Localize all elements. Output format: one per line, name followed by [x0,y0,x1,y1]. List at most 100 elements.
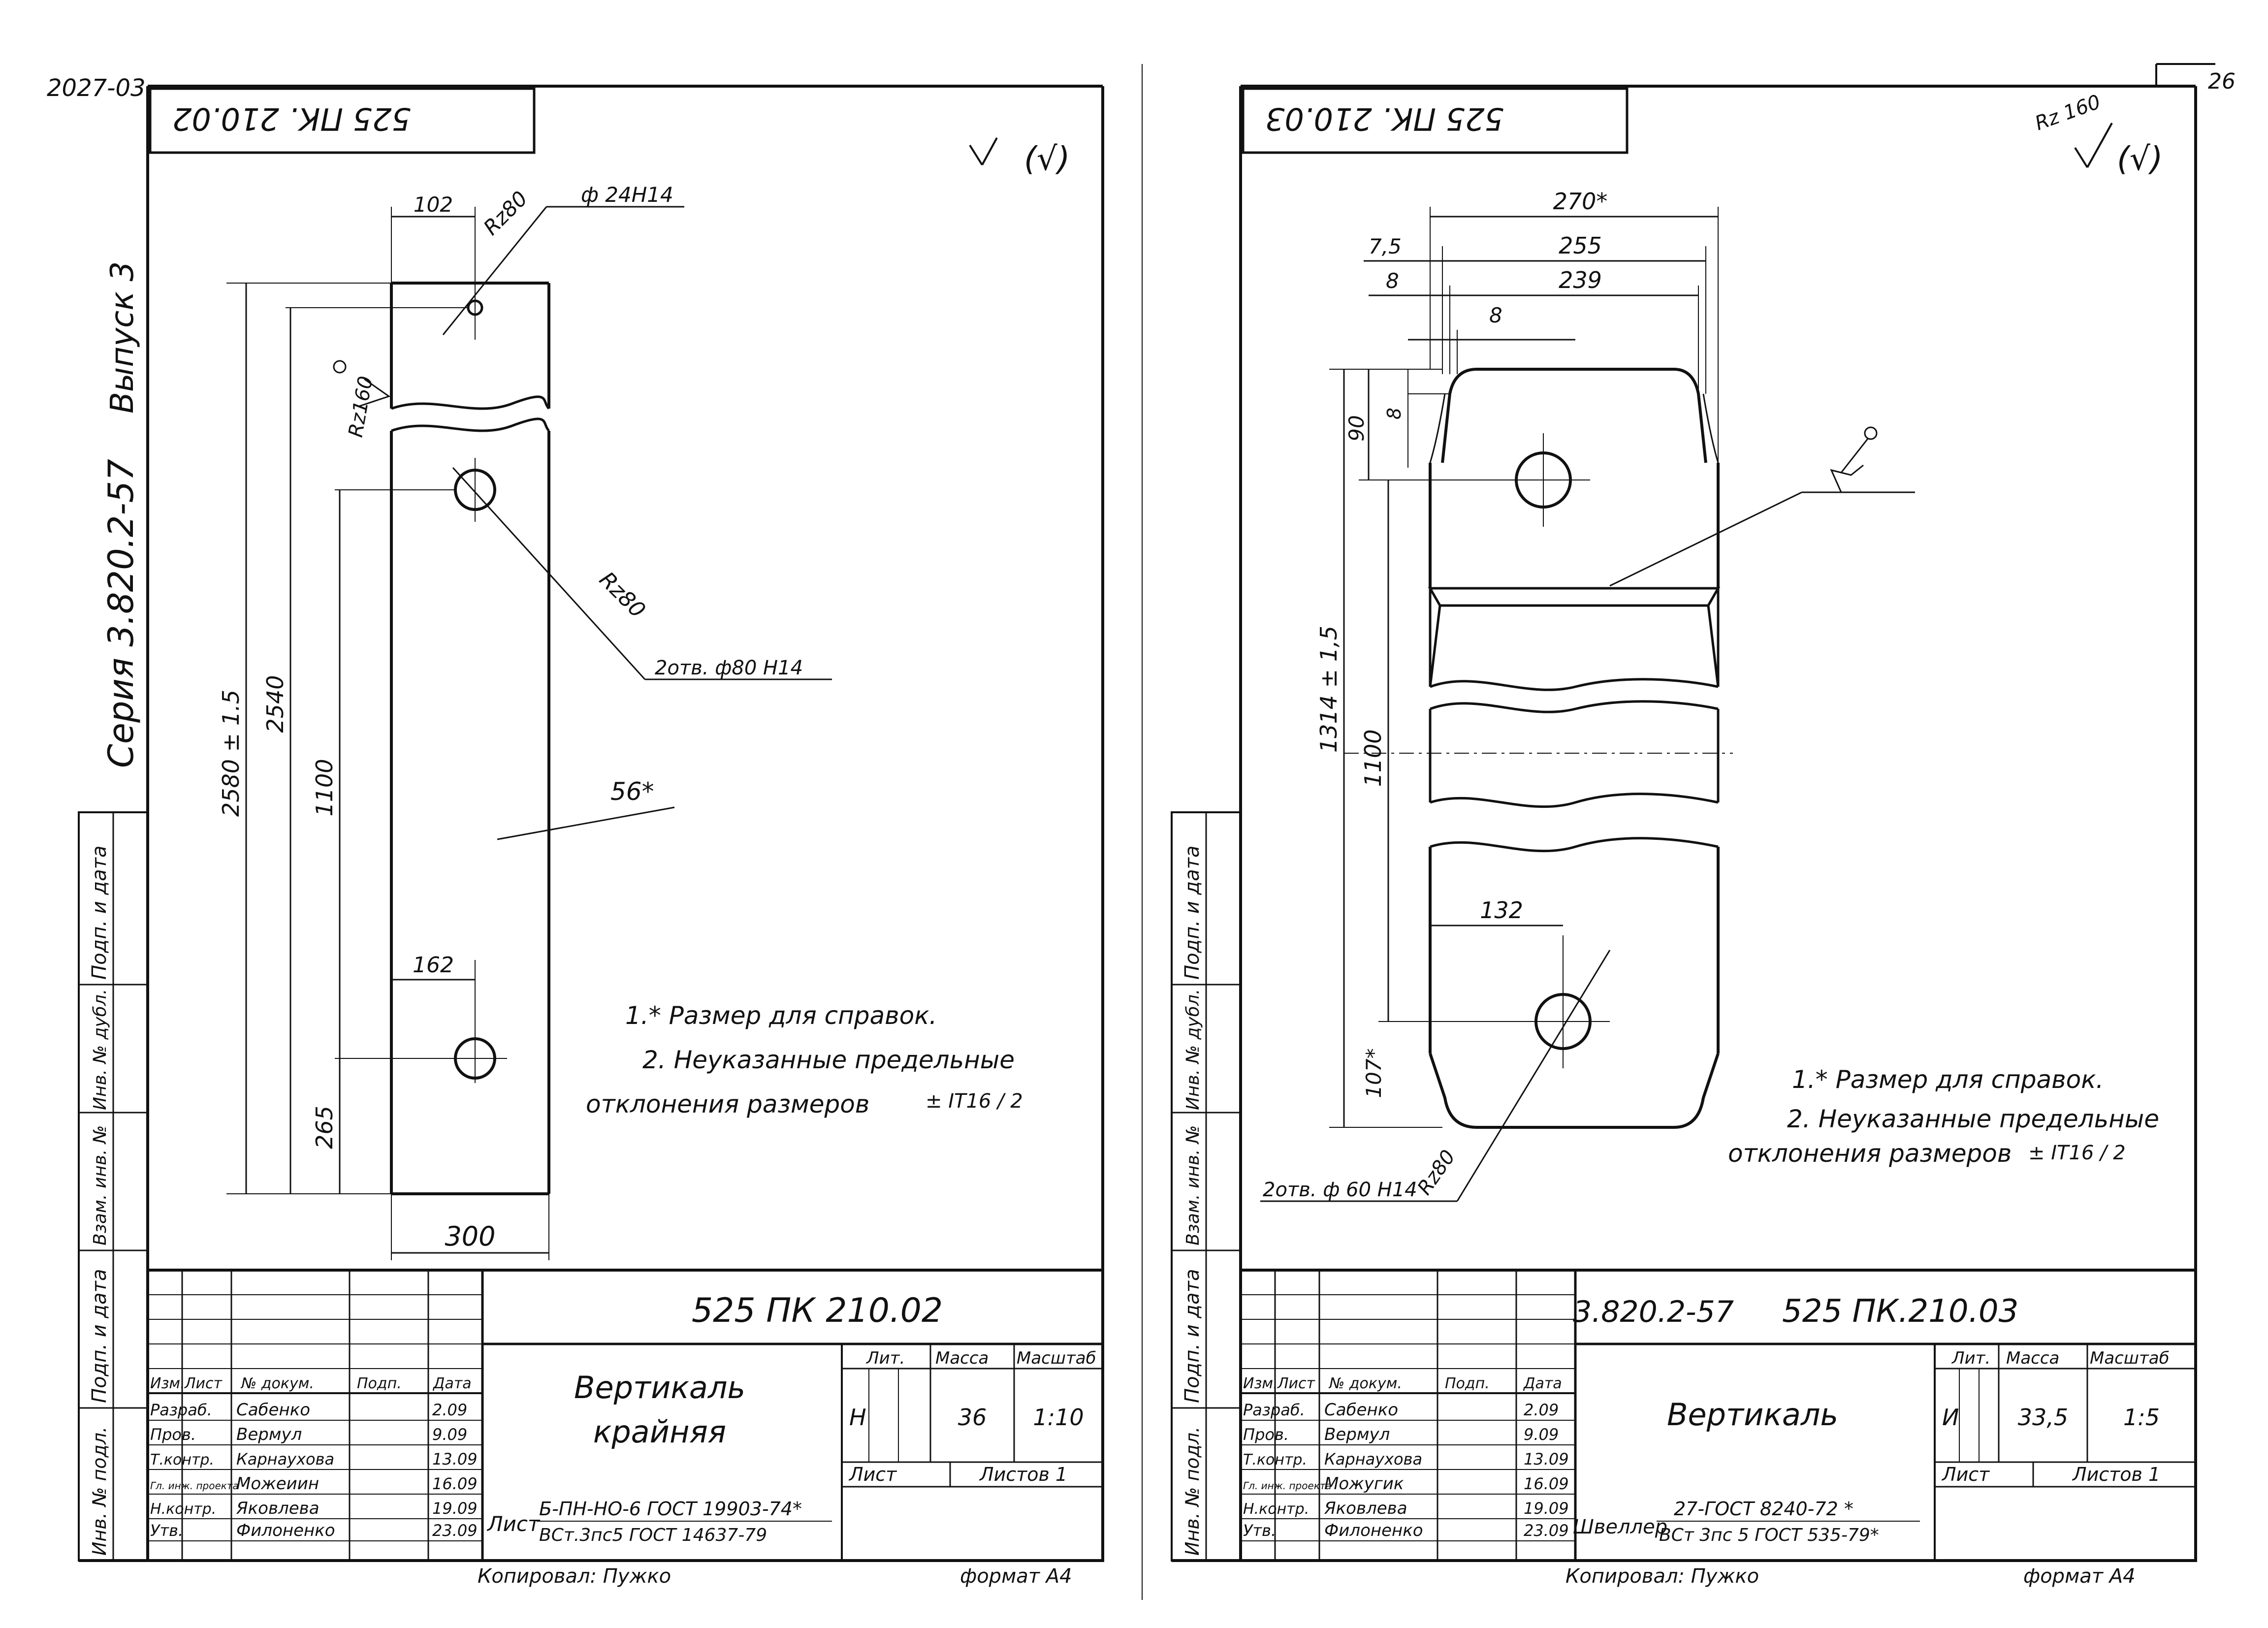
dim-265: 265 [311,1106,338,1149]
dim-8a: 8 [1386,269,1399,293]
tb1-row-2-date: 13.09 [432,1450,478,1468]
tb1-sheet-label: Лист [848,1464,897,1485]
tb2-row-3-role: Гл. инж. проекта [1243,1480,1332,1492]
dim-300: 300 [445,1221,495,1252]
tb1-mass: 36 [958,1404,987,1431]
tb2-row-1-role: Пров. [1243,1425,1289,1444]
tb2-row-1-date: 9.09 [1524,1425,1559,1444]
tb2-sheet-label: Лист [1941,1464,1990,1485]
copied-by-1: Копировал: Пужко [478,1565,671,1588]
tb1-row-4-role: Н.контр. [150,1500,216,1518]
dim-270: 270* [1553,188,1608,215]
dim-hole24: ф 24Н14 [581,183,673,207]
tb2-row-5-role: Утв. [1243,1521,1276,1540]
tb1-head-4: Дата [432,1375,472,1392]
dim-162: 162 [413,953,454,978]
tb1-sheets-label: Листов 1 [979,1464,1067,1485]
side-stamp-2-item-2: Взам. инв. № [1183,1125,1203,1245]
part-channel-2 [1344,368,1733,1129]
dim-107: 107* [1362,1048,1386,1098]
dim-102: 102 [414,192,453,217]
tb2-head-3: Подп. [1445,1375,1490,1392]
note-1-line-0: 1.* Размер для справок. [625,1001,937,1030]
tb2-head-4: Дата [1523,1375,1562,1392]
dim-56: 56* [610,777,654,806]
tb2-material-prefix: Швеллер [1573,1516,1667,1538]
title-block-1: Изм. Лист № докум. Подп. Дата Разраб. Са… [146,1269,1104,1562]
side-stamp-1-item-1: Инв. № дубл. [90,989,110,1110]
corner-label-left: 2027-03 [47,74,146,102]
note-2-line-3: ± IT16 / 2 [2028,1142,2126,1164]
dim-rz80-2: Rz80 [1413,1146,1460,1199]
dim-1100-2: 1100 [1360,729,1386,787]
tb1-row-5-name: Филоненко [236,1521,335,1540]
tb1-row-2-name: Карнаухова [236,1450,334,1468]
tb1-row-3-name: Можеиин [236,1474,319,1494]
side-stamp-2-item-0: Подп. и дата [1181,846,1204,980]
tb1-row-5-date: 23.09 [432,1521,478,1540]
dim-rz80-top: Rz80 [479,186,532,240]
tb2-row-5-date: 23.09 [1524,1521,1569,1540]
tb2-row-2-date: 13.09 [1524,1450,1569,1468]
side-stamp-1-item-2: Взам. инв. № [90,1125,110,1245]
tb1-row-5-role: Утв. [150,1521,183,1540]
copied-by-2: Копировал: Пужко [1565,1565,1759,1588]
series-side-label: Серия 3.820.2-57 [101,459,141,768]
tb1-mass-label: Масса [935,1348,989,1368]
roughness-mark-2b: (√) [2117,140,2163,178]
tb2-row-5-name: Филоненко [1324,1521,1423,1540]
dim-rz80-mid: Rz80 [594,567,650,623]
dim-75: 7,5 [1369,234,1402,258]
tb2-series: 3.820.2-57 [1573,1295,1734,1329]
side-stamp-2-item-1: Инв. № дубл. [1183,989,1203,1110]
note-1-line-2: отклонения размеров [586,1090,869,1118]
tb2-material-top: 27-ГОСТ 8240-72 * [1674,1498,1853,1520]
tb2-row-0-role: Разраб. [1243,1401,1305,1419]
top-stamp-2-text: 525 ПК. 210.03 [1265,101,1504,137]
tb2-row-4-role: Н.контр. [1243,1500,1309,1518]
tb2-head-2: № докум. [1328,1375,1402,1392]
tb1-head-1: Лист [184,1375,223,1392]
dim-239: 239 [1559,267,1602,293]
tb1-name-line2: крайняя [593,1414,726,1450]
tb1-row-0-name: Сабенко [236,1400,310,1420]
tb1-row-0-role: Разраб. [150,1401,212,1419]
tb1-head-3: Подп. [357,1375,402,1392]
tb1-row-4-name: Яковлева [236,1499,319,1518]
tb1-row-3-date: 16.09 [432,1474,478,1493]
notes-2: 1.* Размер для справок. 2. Неуказанные п… [1728,1065,2159,1168]
note-1-line-1: 2. Неуказанные предельные [642,1046,1015,1074]
tb2-row-3-date: 16.09 [1524,1474,1569,1493]
tb2-row-0-name: Сабенко [1324,1400,1398,1420]
tb1-row-1-date: 9.09 [432,1425,467,1444]
side-stamp-1-item-4: Инв. № подл. [89,1427,110,1556]
tb1-material-bottom: ВСт.3пс5 ГОСТ 14637-79 [539,1525,767,1545]
tb1-lit-label: Лит. [865,1348,905,1368]
tb2-row-3-name: Можугик [1324,1474,1404,1494]
side-stamp-2: Подп. и дата Инв. № дубл. Взам. инв. № П… [1171,811,1242,1562]
roughness-mark-1: (√) [1024,140,1070,178]
tb1-row-1-role: Пров. [150,1425,196,1444]
dim-132: 132 [1480,897,1523,924]
dim-90: 90 [1344,415,1369,441]
top-stamp-2 [1242,87,1629,154]
tb1-name-line1: Вертикаль [574,1370,745,1405]
dim-2540: 2540 [262,675,288,733]
tb2-row-4-name: Яковлева [1324,1499,1407,1518]
tb2-scale-label: Масштаб [2090,1348,2170,1368]
dim-2580: 2580 ± 1.5 [218,690,244,817]
top-stamp-1 [149,87,536,154]
side-stamp-1-item-3: Подп. и дата [88,1269,111,1403]
tb1-code: 525 ПК 210.02 [692,1291,943,1330]
top-stamp-1-text: 525 ПК. 210.02 [172,101,411,137]
dim-holes60: 2отв. ф 60 Н14 [1263,1179,1417,1201]
format-2: формат А4 [2023,1565,2136,1588]
dim-1100: 1100 [311,759,338,816]
title-block-2: Изм. Лист № докум. Подп. Дата Разраб. Са… [1239,1269,2197,1562]
part-plate-1 [390,276,550,1195]
side-stamp-2-item-3: Подп. и дата [1181,1269,1204,1403]
note-2-line-2: отклонения размеров [1728,1139,2012,1168]
tb2-name-line1: Вертикаль [1667,1397,1838,1433]
note-2-line-1: 2. Неуказанные предельные [1787,1105,2159,1133]
